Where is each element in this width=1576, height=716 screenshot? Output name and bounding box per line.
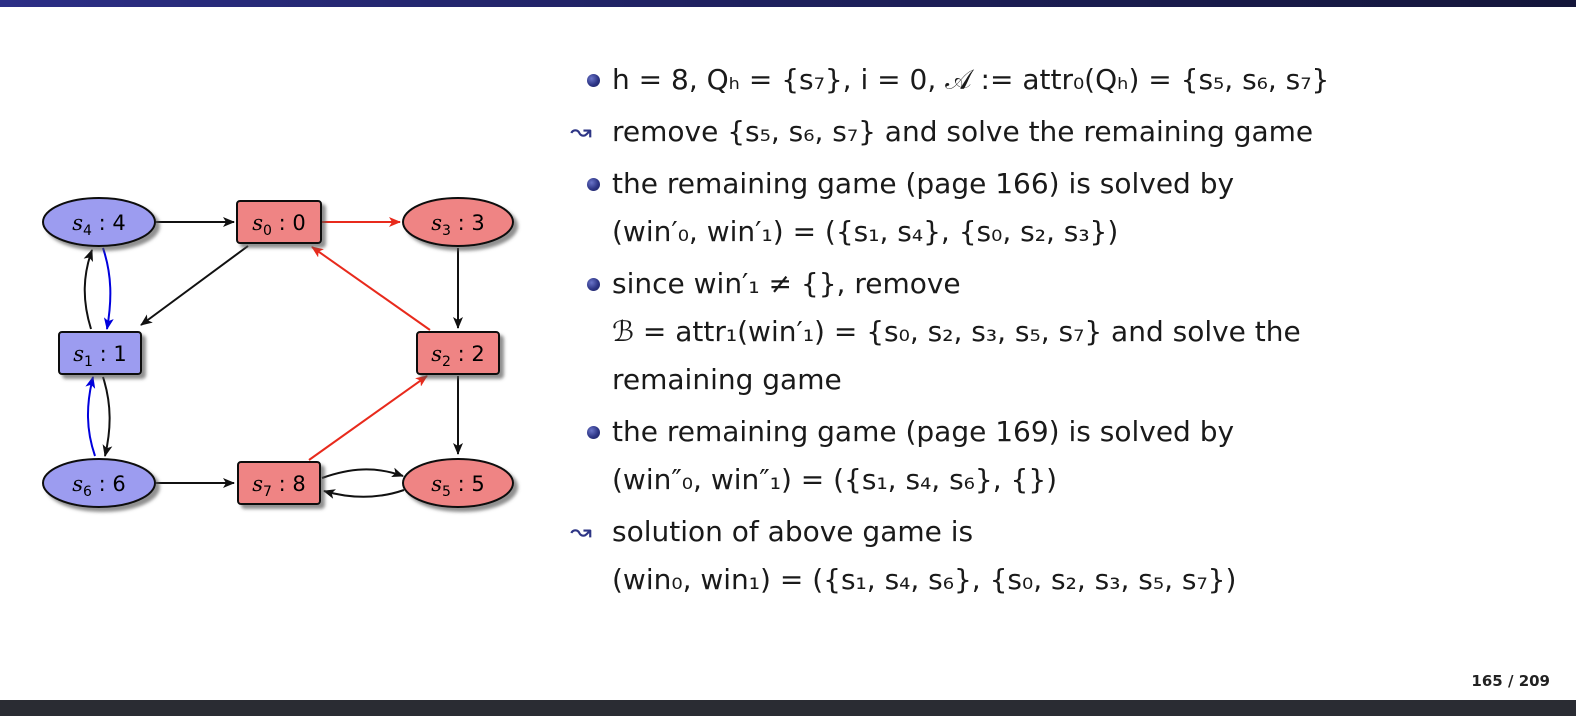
node-s2-shape	[416, 331, 500, 375]
node-state-symbol: s	[431, 211, 442, 235]
node-priority: 4	[112, 211, 125, 235]
node-s1-label: s1 : 1	[73, 342, 127, 370]
bullet-line: since win′₁ ≠ {}, remove	[612, 267, 961, 300]
bullet-item: h = 8, Qₕ = {s₇}, i = 0, 𝒜 := attr₀(Qₕ) …	[560, 56, 1560, 104]
node-s7-label: s7 : 8	[252, 472, 306, 500]
top-title-bar	[0, 0, 1576, 7]
bullet-line: (win′₀, win′₁) = ({s₁, s₄}, {s₀, s₂, s₃}…	[612, 215, 1119, 248]
bullet-item: ↝ solution of above game is (win₀, win₁) =…	[560, 508, 1560, 604]
bullet-line: solution of above game is	[612, 515, 974, 548]
edge-s7-to-s2	[308, 375, 428, 461]
bullet-list: h = 8, Qₕ = {s₇}, i = 0, 𝒜 := attr₀(Qₕ) …	[560, 56, 1560, 604]
node-state-index: 1	[84, 354, 93, 370]
node-s5: s5 : 5	[402, 458, 514, 508]
node-state-index: 0	[263, 223, 272, 239]
node-state-symbol: s	[252, 211, 263, 235]
bullet-dot-icon	[560, 56, 612, 104]
node-separator: :	[451, 342, 471, 366]
node-separator: :	[92, 211, 112, 235]
node-s5-shape	[402, 458, 514, 508]
node-s6: s6 : 6	[42, 458, 156, 508]
node-s6-label: s6 : 6	[72, 472, 126, 500]
node-s0-label: s0 : 0	[252, 211, 306, 239]
node-s0-shape	[236, 200, 322, 244]
node-state-index: 4	[83, 223, 92, 239]
node-priority: 8	[292, 472, 305, 496]
node-separator: :	[451, 472, 471, 496]
node-separator: :	[272, 211, 292, 235]
edge-s0-to-s1	[140, 245, 249, 326]
node-state-symbol: s	[431, 342, 442, 366]
node-s0: s0 : 0	[236, 200, 322, 244]
node-state-index: 6	[83, 484, 92, 500]
bullet-line: ℬ = attr₁(win′₁) = {s₀, s₂, s₃, s₅, s₇} …	[612, 315, 1301, 348]
node-state-index: 5	[442, 484, 451, 500]
node-s5-label: s5 : 5	[431, 472, 485, 500]
node-priority: 6	[112, 472, 125, 496]
node-state-symbol: s	[72, 211, 83, 235]
node-priority: 0	[292, 211, 305, 235]
node-state-symbol: s	[252, 472, 263, 496]
edge-s1-to-s6	[102, 376, 113, 457]
node-priority: 5	[471, 472, 484, 496]
leads-to-arrow-icon: ↝	[570, 517, 592, 547]
bullet-dot-icon	[560, 160, 612, 208]
node-s3: s3 : 3	[402, 197, 514, 247]
bullet-item: the remaining game (page 166) is solved …	[560, 160, 1560, 256]
bullet-item: since win′₁ ≠ {}, remove ℬ = attr₁(win′₁)…	[560, 260, 1560, 404]
bullet-line: the remaining game (page 166) is solved …	[612, 167, 1235, 200]
bottom-footer-bar	[0, 700, 1576, 716]
bullet-line: remove {s₅, s₆, s₇} and solve the remain…	[612, 115, 1314, 148]
node-s2: s2 : 2	[416, 331, 500, 375]
edge-s2-to-s0	[311, 246, 431, 331]
edge-s5-to-s7	[323, 489, 405, 499]
node-s7: s7 : 8	[237, 461, 321, 505]
node-separator: :	[272, 472, 292, 496]
node-state-symbol: s	[431, 472, 442, 496]
node-s4-shape	[42, 197, 156, 247]
bullet-line: h = 8, Qₕ = {s₇}, i = 0, 𝒜 := attr₀(Qₕ) …	[612, 63, 1330, 96]
node-priority: 2	[471, 342, 484, 366]
leads-to-arrow-icon: ↝	[570, 117, 592, 147]
bullet-dot-icon	[560, 260, 612, 308]
node-s7-shape	[237, 461, 321, 505]
page-number: 165 / 209	[1471, 672, 1550, 690]
node-s1-shape	[58, 331, 142, 375]
bullet-line: the remaining game (page 169) is solved …	[612, 415, 1235, 448]
edge-s7-to-s5	[321, 467, 404, 479]
node-s2-label: s2 : 2	[431, 342, 485, 370]
bullet-line: remaining game	[612, 363, 842, 396]
bullet-line: (win₀, win₁) = ({s₁, s₄, s₆}, {s₀, s₂, s…	[612, 563, 1237, 596]
node-s1: s1 : 1	[58, 331, 142, 375]
bullet-dot-icon	[560, 408, 612, 456]
edge-s1-to-s4	[83, 249, 93, 330]
node-s4: s4 : 4	[42, 197, 156, 247]
node-s4-label: s4 : 4	[72, 211, 126, 239]
node-separator: :	[93, 342, 113, 366]
page-total: 209	[1518, 672, 1550, 690]
node-state-symbol: s	[73, 342, 84, 366]
edge-s4-to-s1	[102, 247, 114, 330]
bullet-item: ↝ remove {s₅, s₆, s₇} and solve the remai…	[560, 108, 1560, 156]
node-s3-label: s3 : 3	[431, 211, 485, 239]
node-separator: :	[451, 211, 471, 235]
bullet-line: (win″₀, win″₁) = ({s₁, s₄, s₆}, {})	[612, 463, 1058, 496]
edge-s6-to-s1	[85, 376, 96, 457]
node-s6-shape	[42, 458, 156, 508]
page-separator: /	[1507, 672, 1514, 690]
node-separator: :	[92, 472, 112, 496]
node-state-symbol: s	[72, 472, 83, 496]
node-priority: 1	[113, 342, 126, 366]
node-priority: 3	[471, 211, 484, 235]
node-state-index: 7	[263, 484, 272, 500]
node-s3-shape	[402, 197, 514, 247]
node-state-index: 2	[442, 354, 451, 370]
page-current: 165	[1471, 672, 1503, 690]
bullet-item: the remaining game (page 169) is solved …	[560, 408, 1560, 504]
node-state-index: 3	[442, 223, 451, 239]
